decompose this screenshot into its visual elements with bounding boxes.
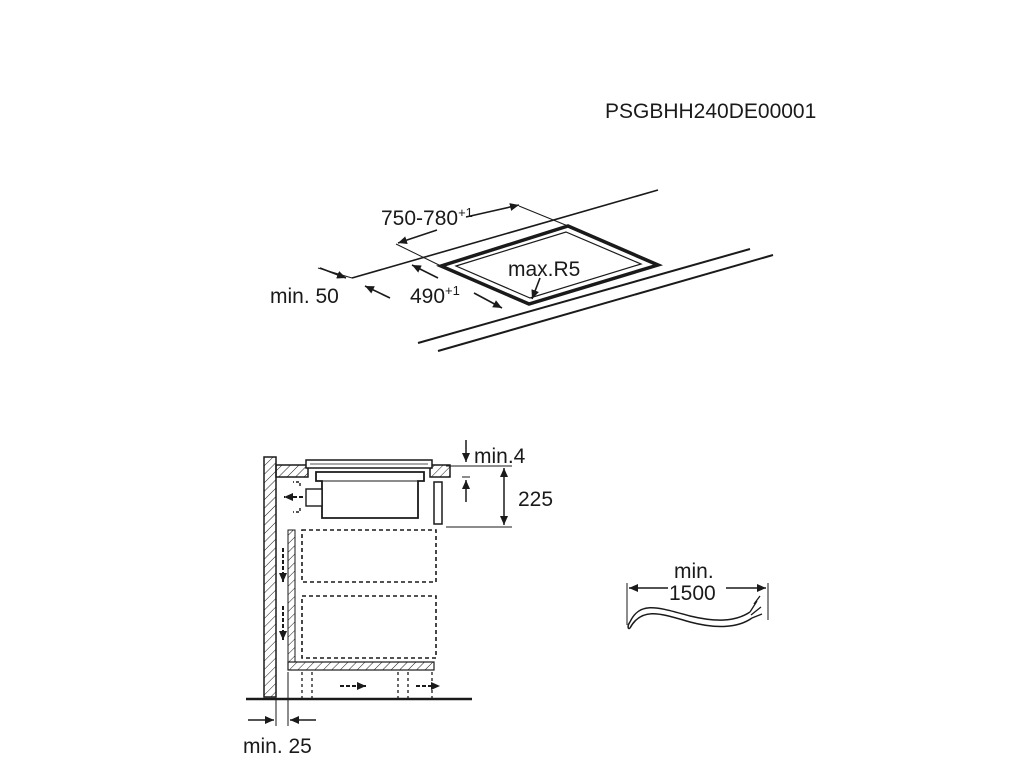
svg-text:750-780+1: 750-780+1 bbox=[381, 205, 473, 230]
cabinet-section: min.4 225 min. 25 bbox=[243, 440, 553, 758]
cabinet-back-panel bbox=[287, 529, 296, 663]
edge-arrow-out bbox=[364, 285, 391, 299]
edge-distance-label: min. 50 bbox=[270, 285, 339, 308]
worktop-front-edge-lower bbox=[437, 254, 774, 352]
airflow-arrows bbox=[279, 481, 440, 690]
width-arrow-left bbox=[397, 229, 438, 244]
worktop-perspective: 750-780+1 490+1 max.R5 min. 50 bbox=[270, 189, 774, 352]
fan-outlet bbox=[305, 488, 323, 507]
edge-arrow-in bbox=[319, 267, 347, 279]
model-code: PSGBHH240DE00001 bbox=[605, 100, 816, 123]
side-support bbox=[433, 481, 443, 525]
radius-arrow bbox=[531, 277, 541, 300]
width-label: 750-780 bbox=[381, 207, 458, 230]
cable-label-line2: 1500 bbox=[669, 582, 716, 605]
cable-line-lower bbox=[629, 613, 753, 629]
hob-body bbox=[315, 471, 425, 519]
radius-label: max.R5 bbox=[508, 258, 580, 281]
width-tolerance: +1 bbox=[458, 205, 473, 220]
cutout-inner bbox=[454, 231, 643, 299]
wall-gap-label: min. 25 bbox=[243, 735, 312, 758]
cutout-outer bbox=[435, 224, 664, 306]
plinth-legs bbox=[301, 672, 433, 698]
svg-text:490+1: 490+1 bbox=[410, 283, 460, 308]
depth-arrow-back bbox=[411, 264, 439, 279]
ext-line-width-left bbox=[395, 243, 442, 267]
depth-arrow-front bbox=[473, 292, 503, 309]
drawer-upper bbox=[301, 529, 437, 583]
cable-line-upper bbox=[629, 607, 751, 623]
cable-wires bbox=[749, 595, 763, 619]
worktop-left bbox=[275, 464, 309, 478]
cable-label-line1: min. bbox=[674, 560, 714, 583]
drawer-lower bbox=[301, 595, 437, 659]
worktop-back-edge bbox=[351, 189, 659, 279]
worktop-right bbox=[429, 464, 451, 478]
worktop-front-edge-upper bbox=[417, 248, 751, 344]
height-label: 225 bbox=[518, 488, 553, 511]
depth-label: 490 bbox=[410, 285, 445, 308]
depth-tolerance: +1 bbox=[445, 283, 460, 298]
cabinet-bottom bbox=[287, 661, 435, 671]
width-arrow-right bbox=[465, 203, 520, 218]
gap-label: min.4 bbox=[474, 445, 526, 468]
wall bbox=[263, 456, 277, 698]
ext-line-width-right bbox=[518, 205, 569, 227]
power-cable: min. 1500 bbox=[626, 560, 769, 630]
